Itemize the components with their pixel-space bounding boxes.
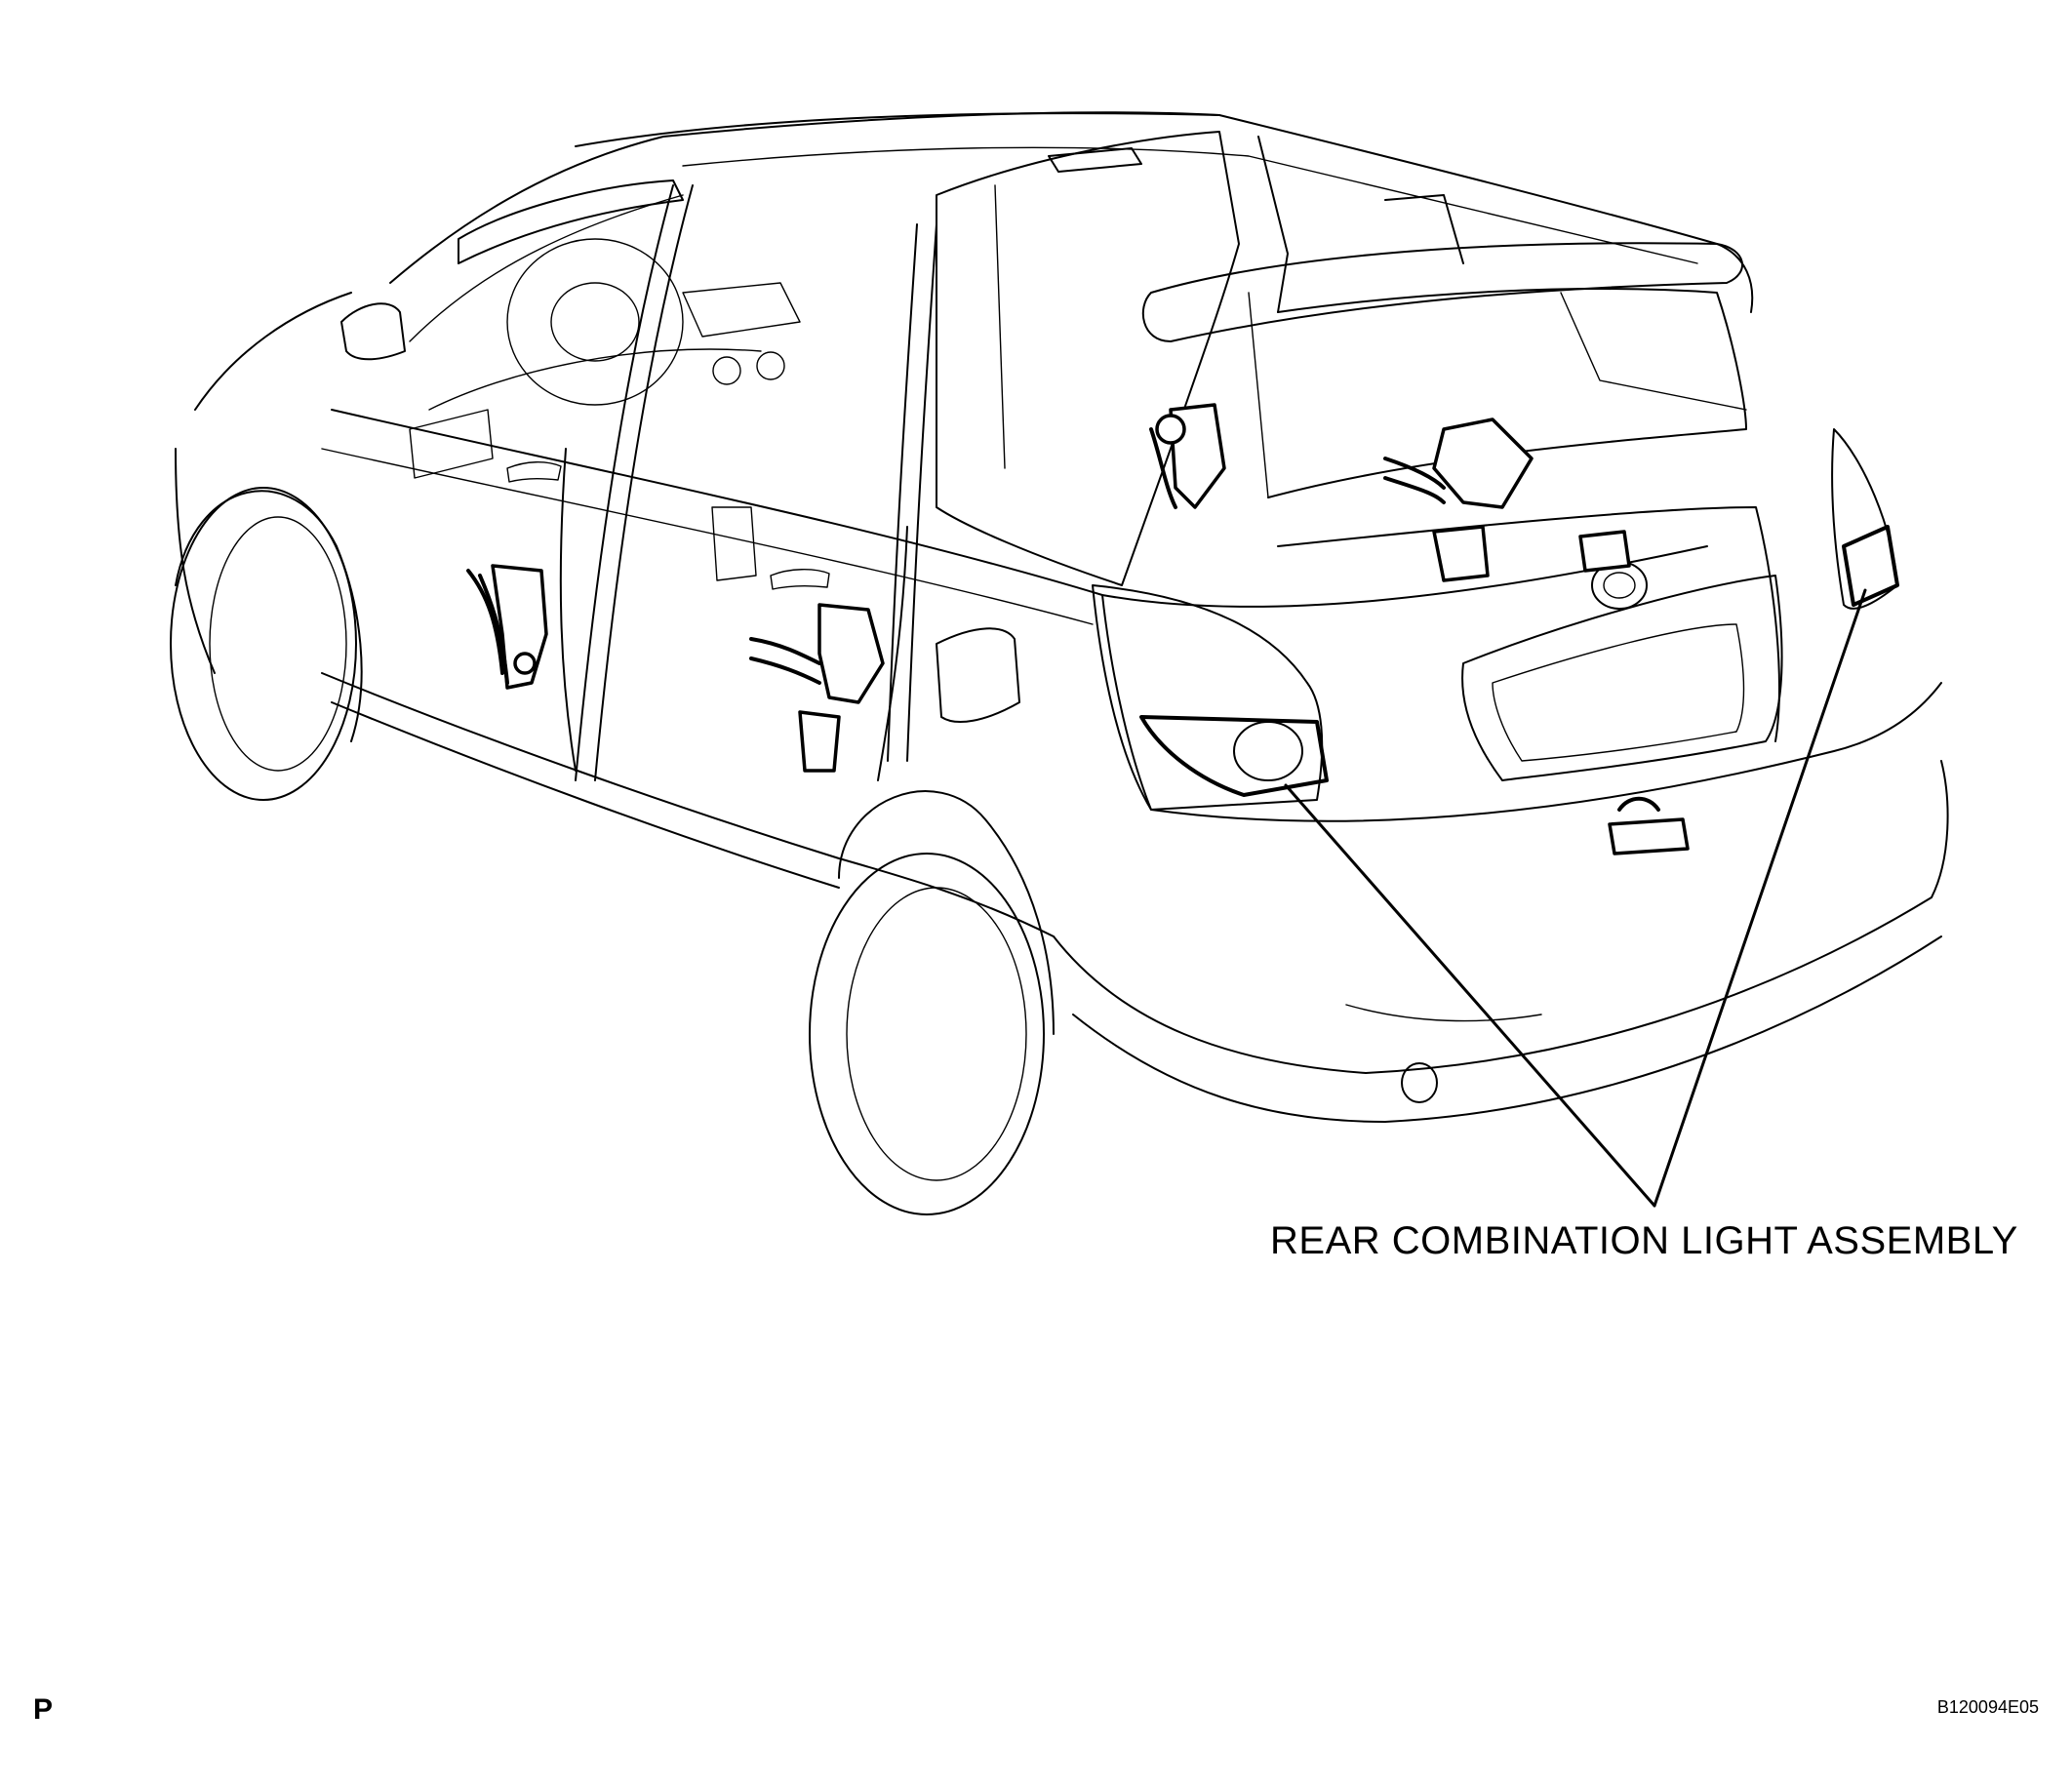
vehicle-body-outline xyxy=(170,111,1949,1215)
front-door-lock-assembly xyxy=(466,564,548,690)
back-door-lower-actuator xyxy=(1608,796,1690,855)
back-door-handle-switch xyxy=(1578,530,1631,573)
figure-code: B120094E05 xyxy=(1936,1697,2039,1717)
callout-leader-lines xyxy=(1284,588,1867,1208)
corner-mark: P xyxy=(33,1693,54,1726)
rear-door-lock-assembly xyxy=(749,603,885,773)
rear-combination-light-left xyxy=(1092,584,1329,811)
back-door-lock-left xyxy=(1149,403,1226,509)
rear-combination-light-right xyxy=(1831,428,1899,610)
back-door-lock-center xyxy=(1383,418,1534,582)
callout-label: REAR COMBINATION LIGHT ASSEMBLY xyxy=(1270,1219,2018,1262)
